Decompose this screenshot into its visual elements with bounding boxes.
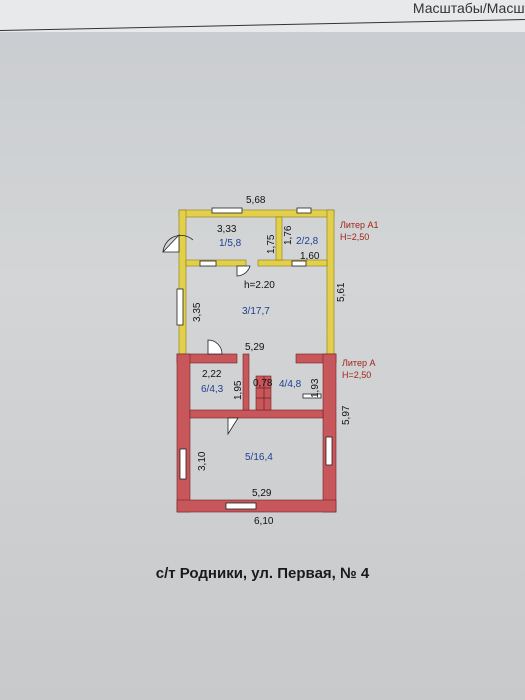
dim-top-width: 5,68 xyxy=(246,195,266,206)
a1-doors xyxy=(162,233,251,277)
dim-room2-width: 1,60 xyxy=(300,251,320,262)
dim-room1-width: 3,33 xyxy=(217,224,237,235)
room-2-label: 2/2,8 xyxy=(296,236,319,247)
dim-room1-depth: 1,75 xyxy=(266,234,277,254)
dim-room5-depth: 3,10 xyxy=(197,451,208,471)
stair-icon xyxy=(256,376,271,410)
liter-a1-name: Литер А1 xyxy=(340,220,378,230)
dim-room6-width: 2,22 xyxy=(202,369,222,380)
liter-a-walls xyxy=(176,353,337,513)
liter-a-windows xyxy=(179,393,333,510)
liter-a1-height: H=2,50 xyxy=(340,232,369,242)
address-caption: с/т Родники, ул. Первая, № 4 xyxy=(155,565,370,582)
dim-hall-left: 3,35 xyxy=(192,302,203,322)
dim-room5-width: 5,29 xyxy=(252,488,272,499)
room-6-label: 6/4,3 xyxy=(201,384,224,395)
dim-room2-depth: 1,76 xyxy=(283,225,294,245)
room-1-label: 1/5,8 xyxy=(219,238,242,249)
room-5-label: 5/16,4 xyxy=(245,452,273,463)
liter-a-name: Литер А xyxy=(342,358,375,368)
scale-label: Масштабы/Масшт xyxy=(412,0,525,16)
dim-bottom-width: 6,10 xyxy=(254,516,274,527)
dim-stair-width: 0,78 xyxy=(253,378,273,389)
liter-a1-windows xyxy=(176,207,312,326)
liter-a-height: H=2,50 xyxy=(342,370,371,380)
room-3-label: 3/17,7 xyxy=(242,306,270,317)
dim-hall-right: 5,61 xyxy=(336,282,347,302)
dim-room6-depth: 1,95 xyxy=(233,380,244,400)
room-4-label: 4/4,8 xyxy=(279,379,302,390)
a-doors xyxy=(207,339,239,436)
dim-right-total: 5,97 xyxy=(341,405,352,425)
header-strip xyxy=(0,0,525,32)
dim-hall-bottom: 5,29 xyxy=(245,342,265,353)
ceiling-height-label: h=2.20 xyxy=(244,280,275,291)
dim-room4-depth: 1,93 xyxy=(310,378,321,398)
